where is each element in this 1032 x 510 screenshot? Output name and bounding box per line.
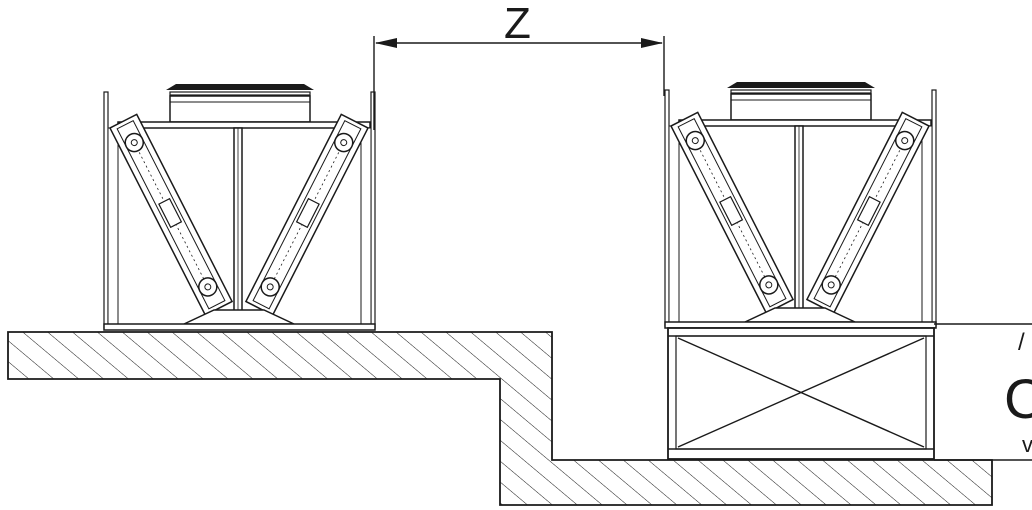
dimension-z: Z <box>373 0 665 130</box>
dimension-label-c: C <box>1004 367 1032 430</box>
dimension-label-z: Z <box>504 0 531 48</box>
ground-slab <box>7 331 993 506</box>
svg-text:v: v <box>1022 432 1032 457</box>
support-frame <box>667 327 935 460</box>
condenser-unit-right <box>664 81 937 329</box>
svg-text:/: / <box>1018 329 1025 356</box>
height-dimension-cut: / C v <box>934 323 1032 461</box>
condenser-unit-left <box>103 83 376 331</box>
